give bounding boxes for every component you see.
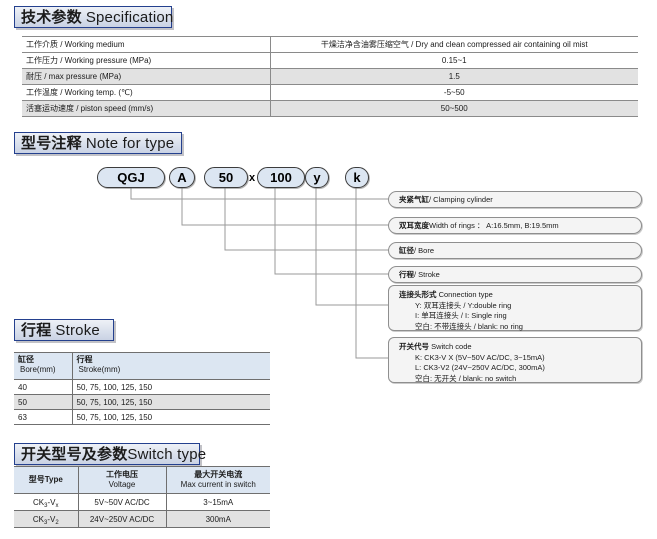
switch-header-type: 型号Type bbox=[14, 466, 79, 494]
spec-label: 活塞运动速度 / piston speed (mm/s) bbox=[22, 100, 271, 117]
switch-code-line: K: CK3-V X (5V~50V AC/DC, 3~15mA) bbox=[415, 352, 545, 362]
annotation-cn: 夹紧气缸 bbox=[399, 195, 429, 204]
table-row: 40 50, 75, 100, 125, 150 bbox=[14, 379, 270, 395]
model-code-part-qgj: QGJ bbox=[97, 167, 165, 188]
switch-code-title-cn: 开关代号 bbox=[399, 342, 429, 351]
switch-type-tail: -V bbox=[47, 514, 56, 524]
annotation-en: / Stroke bbox=[414, 270, 440, 279]
section-header-stroke-en: Stroke bbox=[55, 321, 100, 339]
annotation-cn: 行程 bbox=[399, 270, 414, 279]
stroke-bore-value: 63 bbox=[14, 409, 73, 425]
section-header-note-cn: 型号注释 bbox=[21, 134, 82, 152]
table-row: CK3-Vx 5V~50V AC/DC 3~15mA bbox=[14, 493, 270, 511]
stroke-values: 50, 75, 100, 125, 150 bbox=[72, 409, 270, 425]
connection-type-title-en: Connection type bbox=[438, 290, 493, 299]
switch-code-line: 空白: 无开关 / blank: no switch bbox=[415, 373, 517, 383]
annotation-stroke: 行程 / Stroke bbox=[388, 266, 642, 283]
connection-type-title-cn: 连接头形式 bbox=[399, 290, 437, 299]
section-header-switch-cn: 开关型号及参数 bbox=[21, 445, 128, 463]
stroke-values: 50, 75, 100, 125, 150 bbox=[72, 394, 270, 410]
switch-header-voltage-cn: 工作电压 bbox=[106, 470, 138, 479]
switch-code-line: L: CK3-V2 (24V~250V AC/DC, 300mA) bbox=[415, 363, 545, 372]
switch-current-value: 300mA bbox=[166, 510, 270, 528]
stroke-table: 缸径 Bore(mm) 行程 Stroke(mm) 40 50, 75, 100… bbox=[14, 352, 270, 425]
section-header-specification-en: Specification bbox=[85, 8, 174, 26]
stroke-values: 50, 75, 100, 125, 150 bbox=[72, 379, 270, 395]
table-header-row: 缸径 Bore(mm) 行程 Stroke(mm) bbox=[14, 352, 270, 380]
annotation-connection-type: 连接头形式 Connection type Y: 双耳连接头 / Y:doubl… bbox=[388, 285, 642, 331]
stroke-header-stroke: 行程 Stroke(mm) bbox=[72, 352, 270, 380]
switch-type-main: CK bbox=[33, 497, 45, 507]
stroke-header-bore: 缸径 Bore(mm) bbox=[14, 352, 73, 380]
model-code-part-bore: 50 bbox=[204, 167, 248, 188]
connection-type-line: Y: 双耳连接头 / Y:double ring bbox=[415, 300, 512, 310]
model-code-part-switch: k bbox=[345, 167, 369, 188]
switch-voltage-value: 24V~250V AC/DC bbox=[78, 510, 167, 528]
annotation-en: Width of rings ： A:16.5mm, B:19.5mm bbox=[429, 221, 559, 230]
annotation-bore: 缸径 / Bore bbox=[388, 242, 642, 259]
annotation-cn: 双耳宽度 bbox=[399, 221, 429, 230]
stroke-header-stroke-cn: 行程 bbox=[76, 355, 93, 364]
section-header-stroke: 行程 Stroke bbox=[14, 319, 114, 341]
switch-header-current-en: Max current in switch bbox=[180, 480, 256, 489]
switch-current-value: 3~15mA bbox=[166, 493, 270, 511]
switch-type-value: CK3-Vx bbox=[14, 493, 79, 511]
table-header-row: 型号Type 工作电压 Voltage 最大开关电流 Max current i… bbox=[14, 466, 270, 494]
stroke-header-bore-cn: 缸径 bbox=[18, 355, 34, 364]
switch-code-title-en: Switch code bbox=[431, 342, 472, 351]
switch-header-voltage-en: Voltage bbox=[108, 480, 136, 489]
section-header-note-en: Note for type bbox=[85, 134, 175, 152]
switch-header-voltage: 工作电压 Voltage bbox=[78, 466, 167, 494]
connection-type-line: I: 单耳连接头 / I: Single ring bbox=[415, 311, 507, 320]
annotation-clamping-cylinder: 夹紧气缸 / Clamping cylinder bbox=[388, 191, 642, 208]
stroke-header-stroke-en: Stroke(mm) bbox=[78, 365, 121, 374]
model-code-separator: x bbox=[249, 172, 256, 184]
annotation-switch-code: 开关代号 Switch code K: CK3-V X (5V~50V AC/D… bbox=[388, 337, 642, 383]
annotation-en: / Bore bbox=[414, 246, 435, 255]
switch-type-tail: -V bbox=[47, 497, 56, 507]
stroke-bore-value: 50 bbox=[14, 394, 73, 410]
model-code-part-stroke: 100 bbox=[257, 167, 305, 188]
table-row: 活塞运动速度 / piston speed (mm/s) 50~500 bbox=[22, 100, 638, 117]
switch-type-main: CK bbox=[32, 514, 44, 524]
switch-header-current-cn: 最大开关电流 bbox=[194, 470, 243, 479]
section-header-note-for-type: 型号注释 Note for type bbox=[14, 132, 182, 154]
switch-header-type-cn: 型号Type bbox=[28, 475, 63, 484]
section-header-specification-cn: 技术参数 bbox=[21, 8, 82, 26]
section-header-specification: 技术参数 Specification bbox=[14, 6, 174, 28]
section-header-switch-type: 开关型号及参数 Switch type bbox=[14, 443, 206, 465]
stroke-bore-value: 40 bbox=[14, 379, 73, 395]
table-row: CK3-V2 24V~250V AC/DC 300mA bbox=[14, 510, 270, 528]
model-code-part-a: A bbox=[169, 167, 195, 188]
connection-type-title: 连接头形式 Connection type bbox=[399, 290, 641, 301]
connection-type-line: 空白: 不带连接头 / blank: no ring bbox=[415, 321, 523, 331]
spec-value: 50~500 bbox=[270, 100, 638, 117]
section-header-switch-en: Switch type bbox=[127, 445, 207, 463]
switch-type-sub2: x bbox=[55, 502, 59, 509]
table-row: 63 50, 75, 100, 125, 150 bbox=[14, 409, 270, 425]
switch-type-sub: 3 bbox=[44, 502, 48, 509]
switch-code-title: 开关代号 Switch code bbox=[399, 342, 641, 353]
switch-type-table: 型号Type 工作电压 Voltage 最大开关电流 Max current i… bbox=[14, 466, 270, 528]
table-row: 50 50, 75, 100, 125, 150 bbox=[14, 394, 270, 410]
annotation-en: / Clamping cylinder bbox=[429, 195, 493, 204]
stroke-header-bore-en: Bore(mm) bbox=[20, 365, 56, 374]
switch-type-value: CK3-V2 bbox=[14, 510, 79, 528]
annotation-cn: 缸径 bbox=[399, 246, 414, 255]
section-header-stroke-cn: 行程 bbox=[21, 321, 52, 339]
switch-voltage-value: 5V~50V AC/DC bbox=[78, 493, 167, 511]
switch-header-current: 最大开关电流 Max current in switch bbox=[166, 466, 270, 494]
specification-table: 工作介质 / Working medium 干燥洁净含油雾压缩空气 / Dry … bbox=[22, 36, 638, 117]
switch-type-sub: 3 bbox=[43, 519, 48, 526]
switch-type-sub2: 2 bbox=[55, 519, 59, 526]
model-code-part-connection: y bbox=[305, 167, 329, 188]
